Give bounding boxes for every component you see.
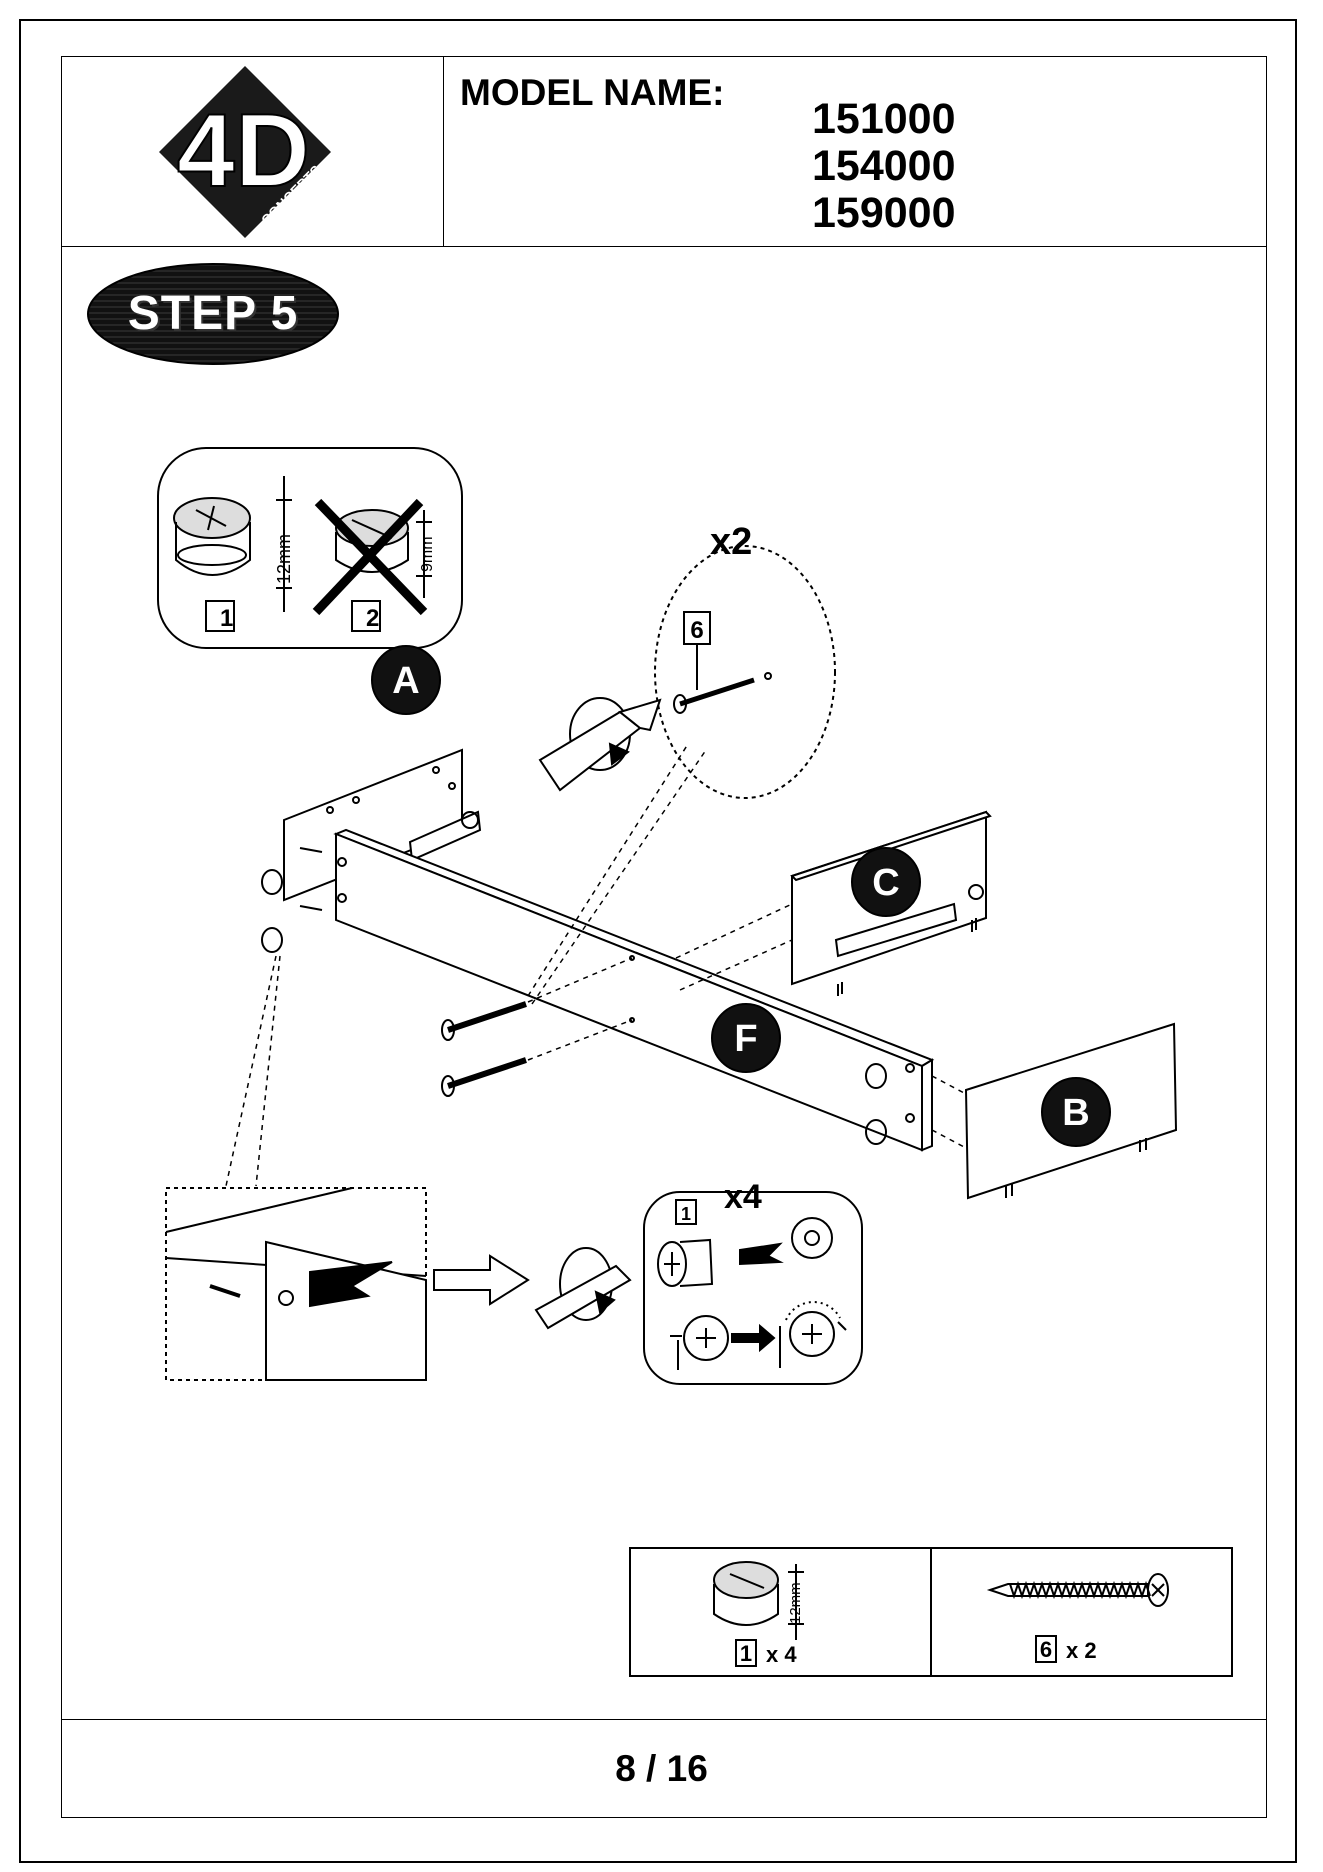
part-number: 6 bbox=[690, 617, 703, 644]
panel-label-b: B bbox=[1062, 1092, 1089, 1134]
cam-lock-icon bbox=[658, 1240, 712, 1286]
cam-comparison-inset bbox=[158, 448, 462, 648]
screw-icon bbox=[990, 1574, 1168, 1606]
part-number: 6 bbox=[1040, 1637, 1052, 1662]
cam-lock-9mm-icon bbox=[336, 510, 432, 598]
panel-label-c: C bbox=[872, 862, 899, 904]
panel-label-f: F bbox=[734, 1018, 757, 1060]
screwdriver-icon bbox=[540, 698, 660, 790]
panel-c-shape bbox=[792, 812, 990, 996]
part-number: 1 bbox=[681, 1204, 691, 1224]
arrow-right-icon bbox=[732, 1326, 774, 1350]
screw-callout-circle bbox=[655, 546, 835, 798]
size-label: 9mm bbox=[419, 536, 436, 572]
arrow-right-icon bbox=[434, 1256, 528, 1304]
size-label: 12mm bbox=[274, 534, 294, 584]
page-number: 8 / 16 bbox=[0, 1748, 1323, 1790]
size-label: 12mm bbox=[787, 1582, 804, 1624]
quantity-label: x 2 bbox=[1066, 1638, 1097, 1663]
long-screw-icon bbox=[442, 1004, 526, 1096]
screwdriver-icon bbox=[536, 1248, 630, 1328]
panel-label-a: A bbox=[392, 660, 419, 702]
part-number: 2 bbox=[366, 605, 379, 632]
multiplier-label: x4 bbox=[724, 1178, 762, 1216]
screw-icon bbox=[674, 673, 771, 713]
multiplier-label: x2 bbox=[710, 521, 752, 563]
part-number: 1 bbox=[220, 605, 233, 632]
cam-before-icon bbox=[670, 1316, 728, 1370]
part-number: 1 bbox=[740, 1641, 752, 1666]
cam-after-icon bbox=[780, 1302, 846, 1368]
quantity-label: x 4 bbox=[766, 1642, 797, 1667]
